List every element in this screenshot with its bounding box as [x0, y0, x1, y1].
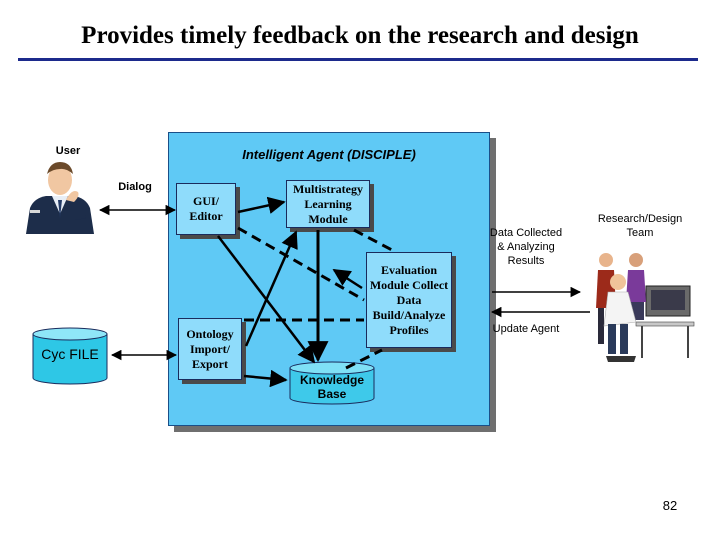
page-number: 82 [662, 498, 678, 513]
kb-eval-dashed [345, 348, 383, 370]
cyc-file-label: Cyc FILE [41, 346, 99, 362]
learning-eval-dashed [353, 228, 393, 252]
page-title: Provides timely feedback on the research… [81, 22, 639, 49]
data-collected-label: Data Collected & Analyzing Results [489, 227, 563, 267]
eval-learning-arrow [332, 268, 363, 290]
ontology-kb-arrow [243, 369, 288, 388]
gui-editor-label: GUI/ Editor [189, 194, 223, 223]
agent-panel-title: Intelligent Agent (DISCIPLE) [242, 147, 416, 162]
update-agent-label: Update Agent [492, 323, 560, 335]
user-figure-icon [26, 162, 94, 234]
evaluation-module-label: Evaluation Module Collect Data Build/Ana… [369, 262, 449, 337]
knowledge-base-label: Knowledge Base [299, 373, 364, 401]
ontology-learning-arrow [244, 230, 298, 347]
learning-module-box: Multistrategy Learning Module [286, 180, 370, 228]
dialog-label: Dialog [118, 181, 152, 193]
gui-editor-box: GUI/ Editor [176, 183, 236, 235]
cyc-file-cylinder [32, 327, 108, 385]
research-team-label: Research/Design Team [597, 213, 683, 239]
evaluation-module-box: Evaluation Module Collect Data Build/Ana… [366, 252, 452, 348]
title-underline [18, 58, 698, 61]
user-label: User [55, 145, 81, 157]
gui-eval-dashed [237, 226, 365, 302]
gui-learning-arrow [237, 196, 286, 214]
ontology-label: Ontology Import/ Export [186, 326, 234, 371]
learning-module-label: Multistrategy Learning Module [293, 181, 363, 226]
ontology-box: Ontology Import/ Export [178, 318, 242, 380]
research-team-icon [596, 253, 695, 362]
